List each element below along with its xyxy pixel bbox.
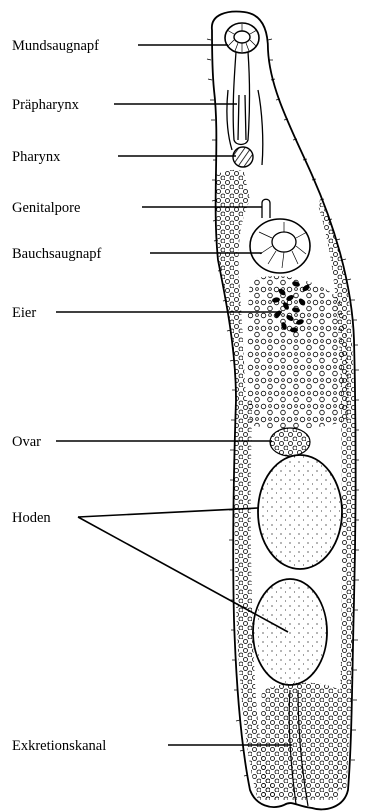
testis-anterior — [258, 455, 342, 569]
leader-hoden-anterior — [78, 508, 258, 517]
label-praepharynx: Präpharynx — [12, 97, 80, 113]
label-eier: Eier — [12, 305, 36, 321]
oral-sucker — [225, 23, 259, 53]
label-mundsaugnapf: Mundsaugnapf — [12, 38, 99, 54]
label-pharynx: Pharynx — [12, 149, 61, 165]
vitellaria-lower-middle — [261, 683, 340, 801]
uterus-eggs — [247, 276, 349, 429]
label-genitalpore: Genitalpore — [12, 200, 80, 216]
testis-posterior — [253, 579, 327, 685]
labels: Mundsaugnapf Präpharynx Pharynx Genitalp… — [12, 38, 106, 754]
label-hoden: Hoden — [12, 510, 51, 526]
pharynx — [233, 147, 253, 167]
label-exkretionskanal: Exkretionskanal — [12, 738, 106, 754]
label-ovar: Ovar — [12, 434, 41, 450]
ovary — [270, 428, 310, 456]
ventral-sucker — [250, 219, 310, 273]
label-bauchsaugnapf: Bauchsaugnapf — [12, 246, 102, 262]
